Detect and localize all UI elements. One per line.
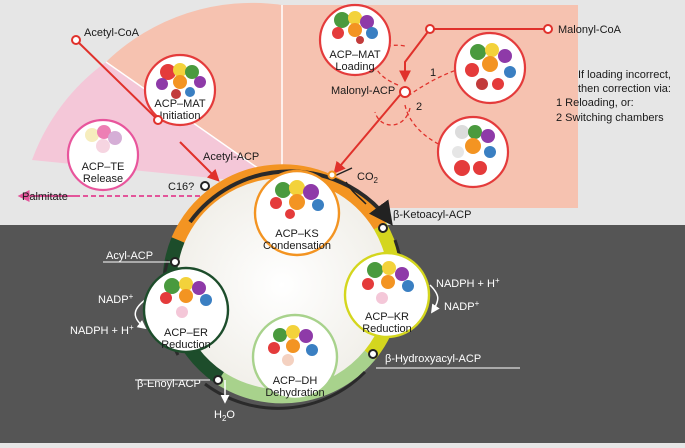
co2-label: CO2 — [357, 171, 379, 185]
fas-structure-icon — [452, 125, 496, 176]
malonyl-coa-label: Malonyl-CoA — [558, 24, 622, 36]
fas-structure-icon — [268, 325, 318, 366]
complex-title: ACP–KR — [365, 311, 409, 323]
complex-title: ACP–MAT — [329, 49, 380, 61]
acyl-acp-label: Acyl-ACP — [106, 250, 153, 262]
complex-step: Reduction — [161, 339, 211, 351]
complex-title: ACP–KS — [275, 228, 318, 240]
complex-step: Release — [83, 173, 123, 185]
complex-er-reduction[interactable]: ACP–ER Reduction — [142, 266, 230, 354]
path-number-2: 2 — [416, 101, 422, 113]
note-line-2: then correction via: — [578, 83, 671, 95]
note-line-3: 1 Reloading, or: — [556, 97, 634, 109]
complex-step: Dehydration — [265, 387, 324, 399]
er-nadph-label: NADPH + H+ — [70, 323, 134, 337]
malonyl-acp-label: Malonyl-ACP — [331, 85, 395, 97]
complex-dh-dehydration[interactable]: ACP–DH Dehydration — [251, 313, 339, 401]
complex-mat-initiation[interactable]: ACP–MAT Initiation — [143, 53, 217, 127]
complex-step: Initiation — [160, 110, 201, 122]
fas-structure-icon — [156, 63, 206, 99]
hydroxyacyl-acp-label: β-Hydroxyacyl-ACP — [385, 353, 481, 365]
complex-title: ACP–MAT — [154, 98, 205, 110]
fas-structure-icon — [270, 180, 324, 219]
complex-mat-loading[interactable]: ACP–MAT Loading — [318, 3, 392, 77]
complex-mat-switching-state[interactable] — [436, 115, 510, 189]
water-label: H2O — [214, 409, 235, 423]
complex-kr-reduction[interactable]: ACP–KR Reduction — [343, 251, 431, 339]
kr-nadph-label: NADPH + H+ — [436, 276, 500, 290]
complex-step: Condensation — [263, 240, 331, 252]
connector-nodes — [71, 24, 553, 385]
complex-step: Loading — [335, 61, 374, 73]
fas-structure-icon — [332, 11, 378, 44]
fas-structure-icon — [362, 261, 414, 304]
complex-title: ACP–ER — [164, 327, 208, 339]
er-nadp-label: NADP+ — [98, 292, 134, 306]
complex-step: Reduction — [362, 323, 412, 335]
ketoacyl-acp-label: β-Ketoacyl-ACP — [393, 209, 471, 221]
c16-label: C16? — [168, 181, 194, 193]
acetyl-acp-label: Acetyl-ACP — [203, 151, 259, 163]
fas-structure-icon — [160, 277, 212, 318]
complex-ks-condensation[interactable]: ACP–KS Condensation — [253, 169, 341, 257]
note-line-4: 2 Switching chambers — [556, 112, 664, 124]
connectors — [17, 28, 548, 404]
fas-structure-icon — [465, 43, 516, 90]
fas-structure-icon — [85, 125, 122, 153]
enoyl-acp-label: β-Enoyl-ACP — [137, 378, 201, 390]
path-number-1: 1 — [430, 67, 436, 79]
complex-te-release[interactable]: ACP–TE Release — [66, 118, 140, 192]
note-line-1: If loading incorrect, — [578, 69, 671, 81]
kr-nadp-label: NADP+ — [444, 299, 480, 313]
complex-title: ACP–DH — [273, 375, 318, 387]
complex-mat-reloading-state[interactable] — [453, 31, 527, 105]
complex-title: ACP–TE — [82, 161, 125, 173]
correction-note: If loading incorrect, then correction vi… — [556, 69, 671, 124]
acetyl-coa-label: Acetyl-CoA — [84, 27, 140, 39]
palmitate-label: Palmitate — [22, 191, 68, 203]
